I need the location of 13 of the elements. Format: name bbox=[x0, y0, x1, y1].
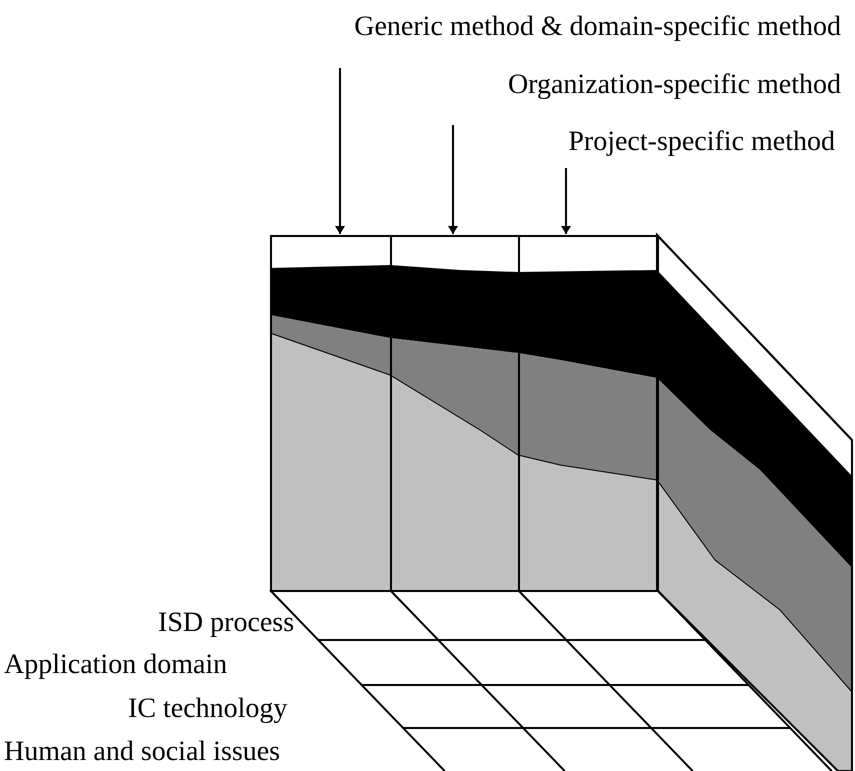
row-label: Application domain bbox=[4, 648, 228, 682]
arrow bbox=[335, 68, 345, 234]
row-label: ISD process bbox=[158, 606, 294, 640]
column-box bbox=[518, 235, 659, 592]
column-box bbox=[390, 235, 520, 592]
row-label: Human and social issues bbox=[4, 735, 280, 769]
method-heading: Project-specific method bbox=[568, 125, 835, 159]
column-box bbox=[270, 235, 392, 592]
row-label: IC technology bbox=[128, 692, 288, 726]
method-heading: Organization-specific method bbox=[508, 68, 841, 102]
arrow bbox=[448, 125, 458, 234]
method-heading: Generic method & domain-specific method bbox=[354, 10, 841, 44]
arrow bbox=[561, 168, 571, 234]
